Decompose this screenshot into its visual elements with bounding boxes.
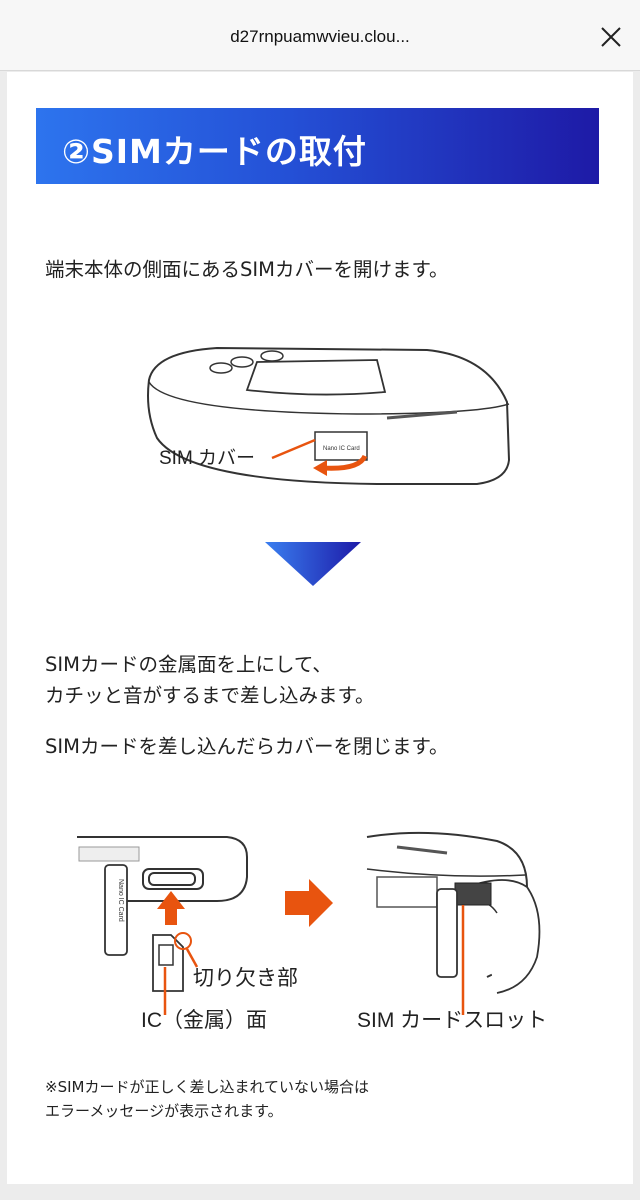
device-sim-cover-illustration: Nano IC Card SIM カバー [147,346,511,485]
browser-toolbar: d27rnpuamwvieu.clou... [0,0,640,71]
sim-insert-illustration: Nano IC Card 切り欠き部 IC（金属）面 SIM カードスロット [77,831,547,1032]
close-button[interactable] [596,22,626,52]
device-card-text: Nano IC Card [323,446,360,452]
label-sim-slot: SIM カードスロット [357,1009,547,1032]
label-notch: 切り欠き部 [193,967,298,990]
arrow-down-icon [265,542,361,586]
label-sim-cover: SIM カバー [159,448,255,469]
note-line1: ※SIMカードが正しく差し込まれていない場合は [45,1078,370,1096]
section-banner: ②SIMカードの取付 [36,108,599,184]
step2-line2: カチッと音がするまで差し込みます。 [45,684,375,707]
note-line2: エラーメッセージが表示されます。 [45,1102,283,1120]
close-icon [601,27,621,47]
label-ic-surface: IC（金属）面 [141,1009,267,1032]
url-text[interactable]: d27rnpuamwvieu.clou... [230,27,410,46]
note-text: ※SIMカードが正しく差し込まれていない場合は エラーメッセージが表示されます。 [45,1075,369,1123]
page-content: ②SIMカードの取付 端末本体の側面にあるSIMカバーを開けます。 Nano I… [7,72,633,1184]
step2-instruction: SIMカードの金属面を上にして、 カチッと音がするまで差し込みます。 [45,649,375,711]
cover-card-text: Nano IC Card [117,879,124,922]
section-title: ②SIMカードの取付 [62,132,367,171]
step2-close-cover: SIMカードを差し込んだらカバーを閉じます。 [45,735,449,758]
step1-instruction: 端末本体の側面にあるSIMカバーを開けます。 [45,258,449,281]
arrow-right-icon [285,879,333,927]
step2-line1: SIMカードの金属面を上にして、 [45,653,332,676]
